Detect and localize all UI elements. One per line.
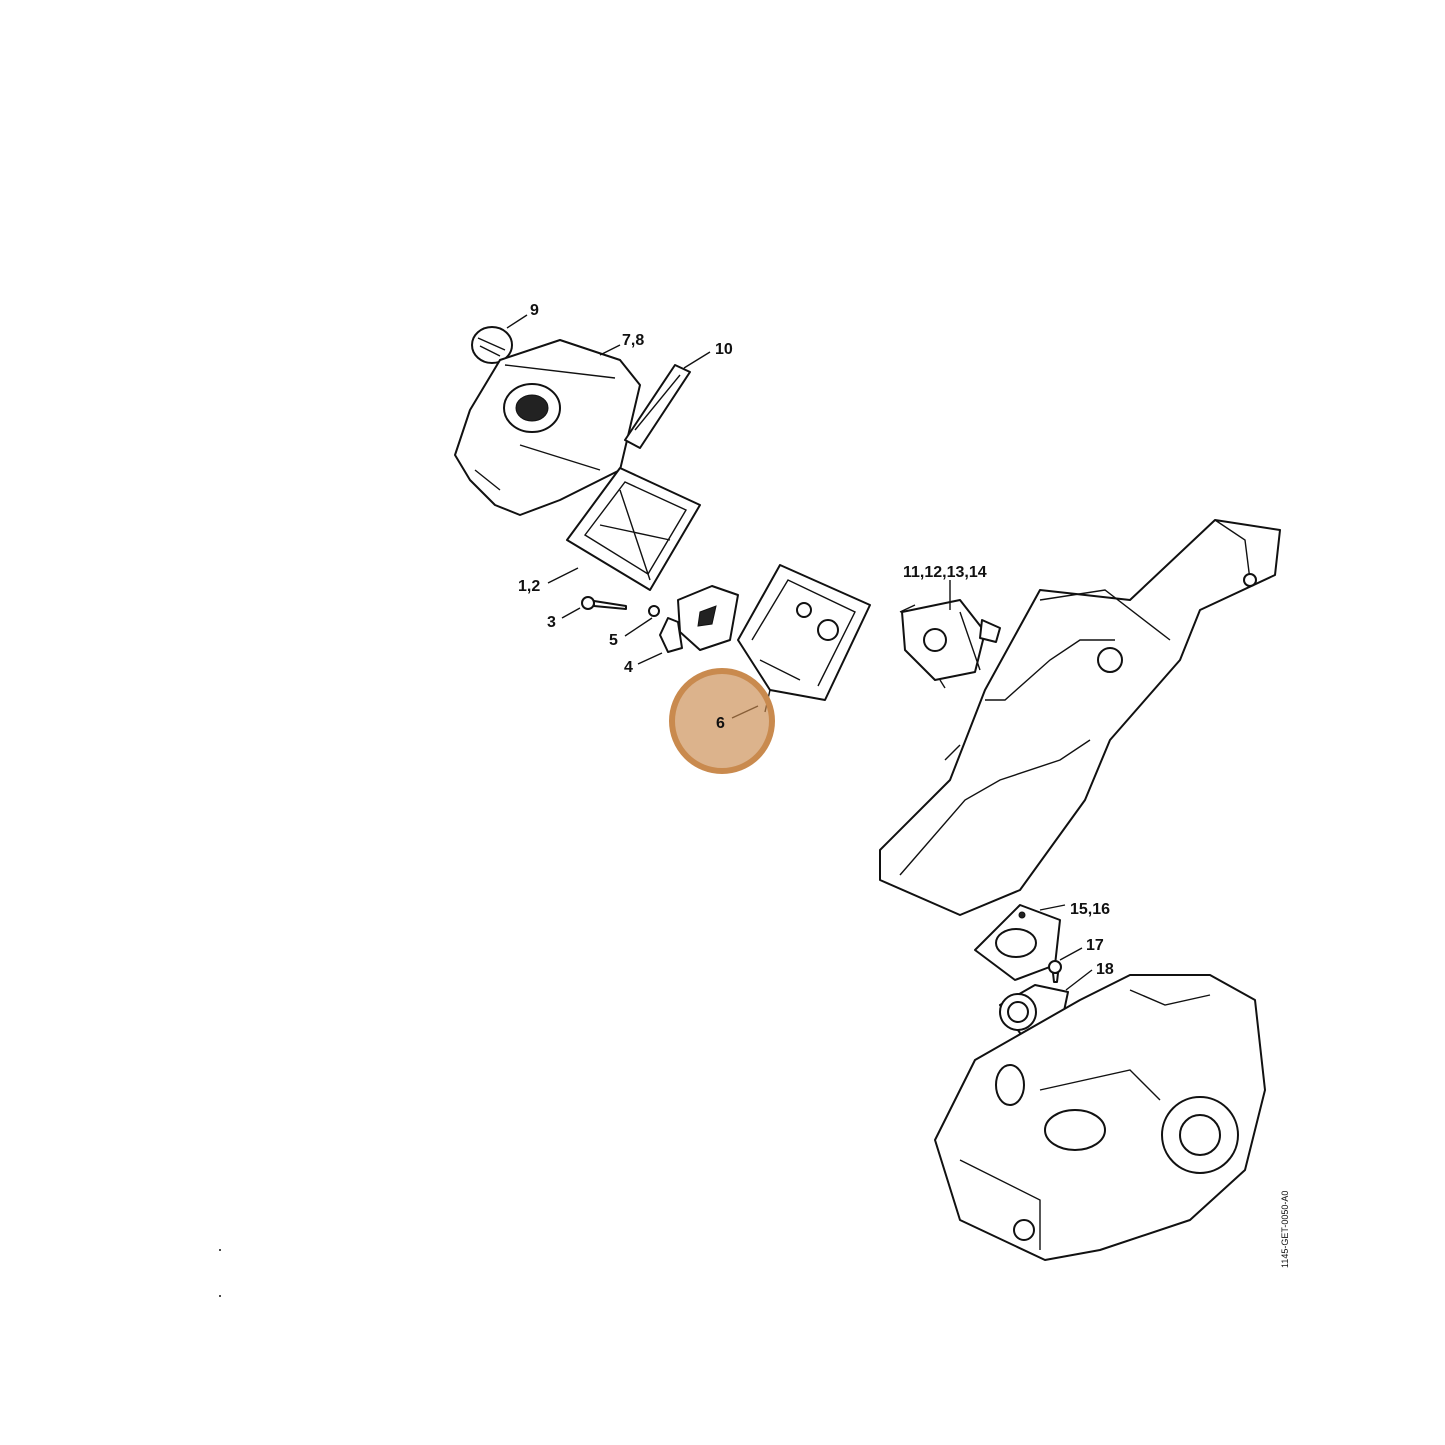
callout-18[interactable]: 18 — [1096, 961, 1114, 978]
engine-block — [934, 974, 1266, 1261]
part-15-16-flange[interactable] — [974, 904, 1061, 981]
callout-9[interactable]: 9 — [530, 302, 539, 319]
part-7-8-shroud[interactable] — [454, 339, 641, 516]
callout-1-2[interactable]: 1,2 — [518, 578, 540, 595]
part-6-base-plate[interactable] — [737, 564, 871, 713]
speck — [219, 1295, 221, 1297]
part-5-o-ring[interactable] — [648, 605, 660, 617]
part-17-screw[interactable] — [1048, 960, 1062, 983]
callout-11-14[interactable]: 11,12,13,14 — [903, 564, 987, 581]
callout-3[interactable]: 3 — [547, 614, 556, 631]
callout-6[interactable]: 6 — [716, 715, 725, 732]
part-9-cap[interactable] — [471, 326, 513, 364]
callout-4[interactable]: 4 — [624, 659, 633, 676]
highlight-circle[interactable] — [669, 668, 775, 774]
part-4-bracket[interactable] — [659, 617, 683, 653]
callout-17[interactable]: 17 — [1086, 937, 1104, 954]
callout-15-16[interactable]: 15,16 — [1070, 901, 1110, 918]
callout-10[interactable]: 10 — [715, 341, 733, 358]
part-3-screw[interactable] — [581, 596, 627, 610]
handle-housing — [879, 519, 1281, 916]
part-1-2-air-filter[interactable] — [566, 467, 701, 591]
part-10-grille[interactable] — [624, 364, 691, 449]
prefilter-foam — [677, 585, 739, 651]
reference-code: 1145-GET-0050-A0 — [1280, 1191, 1290, 1268]
callout-7-8[interactable]: 7,8 — [622, 332, 644, 349]
speck — [219, 1249, 221, 1251]
part-11-14-carburetor[interactable] — [899, 599, 1001, 689]
callout-5[interactable]: 5 — [609, 632, 618, 649]
